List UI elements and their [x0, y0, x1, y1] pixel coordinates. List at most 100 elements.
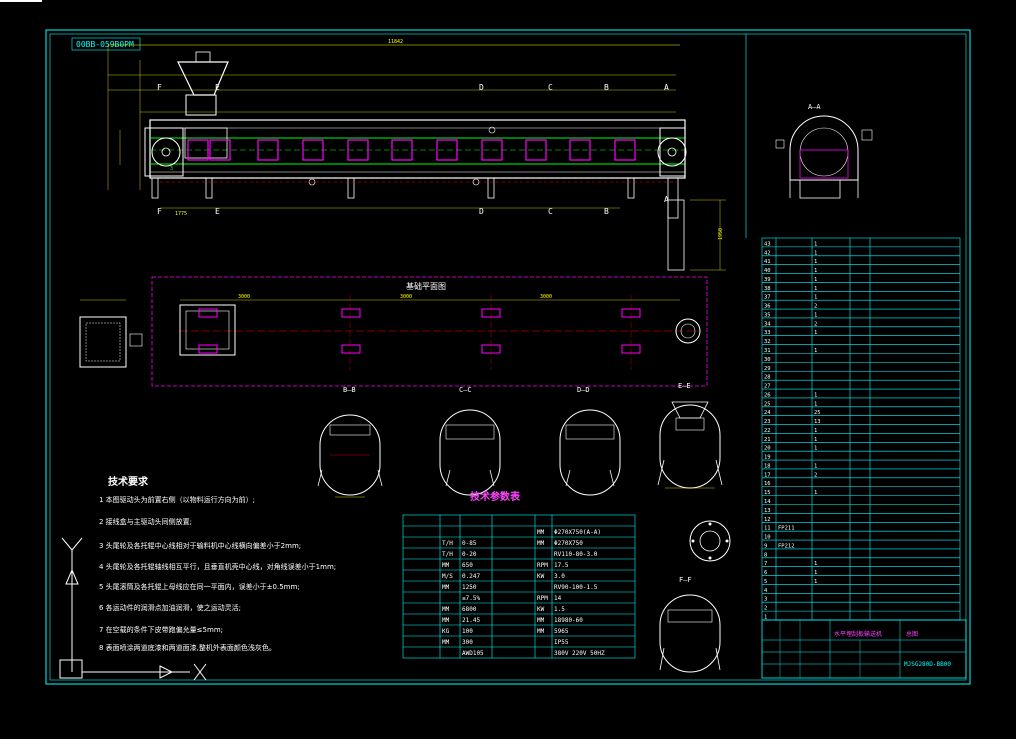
- params-cell: 0-20: [462, 551, 477, 558]
- params-cell: 300: [462, 639, 473, 646]
- drawing-code: MJSG280D-BB00: [904, 661, 951, 668]
- svg-text:C: C: [548, 83, 553, 92]
- parts-cell: FP211: [778, 526, 795, 532]
- parts-cell: 1: [814, 463, 817, 469]
- parts-cell: 18: [764, 463, 771, 469]
- parts-cell: 13: [814, 419, 821, 425]
- params-cell: 17.5: [554, 562, 569, 569]
- svg-text:3000: 3000: [238, 294, 250, 300]
- parts-cell: 30: [764, 357, 771, 363]
- parts-cell: 34: [764, 321, 771, 327]
- svg-text:B: B: [604, 207, 609, 216]
- params-cell: MM: [537, 529, 545, 536]
- svg-text:7 在空载的条件下皮带跑偏允量≤5mm;: 7 在空载的条件下皮带跑偏允量≤5mm;: [99, 625, 223, 634]
- parts-cell: 35: [764, 312, 771, 318]
- svg-text:3: 3: [170, 166, 173, 172]
- parts-cell: 17: [764, 472, 771, 478]
- parts-cell: 1: [814, 348, 817, 354]
- params-cell: ≤7.5%: [462, 595, 480, 602]
- svg-text:3000: 3000: [540, 294, 552, 300]
- parts-cell: 1: [814, 401, 817, 407]
- ucs-icon: [59, 537, 207, 681]
- corner-mark: [0, 0, 42, 2]
- params-cell: 1.5: [554, 606, 565, 613]
- params-cell: IP55: [554, 639, 569, 646]
- params-cell: Φ270X750(A-A): [554, 529, 601, 536]
- parts-cell: 1: [814, 392, 817, 398]
- params-cell: RPM: [537, 595, 548, 602]
- scale: 总图: [906, 630, 918, 638]
- parts-cell: 25: [764, 401, 771, 407]
- parts-cell: 1: [814, 241, 817, 247]
- params-cell: KW: [537, 606, 545, 613]
- svg-text:A: A: [664, 195, 669, 204]
- parts-cell: 1: [814, 579, 817, 585]
- parts-cell: 7: [764, 561, 767, 567]
- parts-cell: 1: [814, 561, 817, 567]
- svg-text:F: F: [157, 83, 162, 92]
- parts-cell: 2: [814, 304, 817, 310]
- params-cell: MM: [537, 617, 545, 624]
- params-cell: KG: [442, 628, 450, 635]
- plan-view: 基础平面图 3000 3000 3000: [151, 276, 708, 387]
- flange-detail: [689, 520, 731, 562]
- tech-requirements-title: 技术要求: [108, 475, 149, 488]
- parts-cell: 40: [764, 268, 771, 274]
- parts-cell: 9: [764, 543, 767, 549]
- parts-cell: 37: [764, 295, 771, 301]
- svg-text:D—D: D—D: [577, 386, 590, 394]
- section-b-b: B—B: [317, 386, 383, 498]
- params-cell: 21.45: [462, 617, 480, 624]
- parts-cell: 1: [814, 330, 817, 336]
- svg-text:3000: 3000: [400, 294, 412, 300]
- outer-frame: [45, 29, 971, 685]
- section-c-c: C—C: [439, 386, 501, 496]
- params-cell: MM: [442, 639, 450, 646]
- parts-cell: 26: [764, 392, 771, 398]
- params-cell: MM: [442, 606, 450, 613]
- parts-cell: 11: [764, 526, 771, 532]
- section-a-a: A—A: [775, 103, 873, 199]
- section-marks-bottom: F E D C B A: [157, 195, 669, 216]
- parts-cell: 23: [764, 419, 771, 425]
- elevation-view: 11842: [107, 39, 726, 271]
- plan-view-title: 基础平面图: [406, 281, 446, 291]
- parts-cell: 1: [814, 277, 817, 283]
- inlet-detail: [79, 299, 143, 368]
- parts-cell: 1: [814, 312, 817, 318]
- parts-cell: 1: [814, 250, 817, 256]
- params-cell: RPM: [537, 562, 548, 569]
- params-cell: MM: [442, 584, 450, 591]
- params-cell: Φ270X750: [554, 540, 583, 547]
- parts-cell: 1: [814, 446, 817, 452]
- svg-text:3 头尾轮及各托辊中心线相对于输料机中心线横向偏差小于2mm: 3 头尾轮及各托辊中心线相对于输料机中心线横向偏差小于2mm;: [99, 541, 301, 550]
- params-cell: MM: [537, 628, 545, 635]
- title-block: 水平埋刮板输送机 总图 MJSG280D-BB00: [761, 619, 967, 679]
- parts-cell: 21: [764, 437, 771, 443]
- parts-cell: 12: [764, 517, 771, 523]
- parts-cell: 32: [764, 339, 771, 345]
- params-cell: 3.0: [554, 573, 565, 580]
- svg-text:6 各运动件的润滑点加油润滑，使之运动灵活;: 6 各运动件的润滑点加油润滑，使之运动灵活;: [99, 603, 241, 612]
- params-table-title: 技术参数表: [470, 490, 521, 503]
- params-cell: 650: [462, 562, 473, 569]
- drawing-number-box: [71, 37, 141, 51]
- tech-requirements: 技术要求 1 本图驱动头为前置右侧（以物料运行方向为前）; 2 接线盒与主驱动头…: [99, 475, 336, 652]
- parts-cell: 24: [764, 410, 771, 416]
- svg-text:C: C: [548, 207, 553, 216]
- parts-cell: 1: [814, 570, 817, 576]
- svg-text:E: E: [215, 207, 220, 216]
- svg-text:5 头尾滚筒及各托辊上母线应在同一平面内，误差小于±0.5m: 5 头尾滚筒及各托辊上母线应在同一平面内，误差小于±0.5mm;: [99, 582, 300, 591]
- parts-cell: 16: [764, 481, 771, 487]
- params-cell: 380V 220V 50HZ: [554, 650, 605, 657]
- svg-text:E: E: [215, 83, 220, 92]
- parts-cell: 19: [764, 455, 771, 461]
- parts-cell: 28: [764, 375, 771, 381]
- svg-text:A: A: [664, 83, 669, 92]
- params-cell: 5965: [554, 628, 569, 635]
- svg-text:B—B: B—B: [343, 386, 356, 394]
- svg-text:D: D: [479, 83, 484, 92]
- parts-cell: 33: [764, 330, 771, 336]
